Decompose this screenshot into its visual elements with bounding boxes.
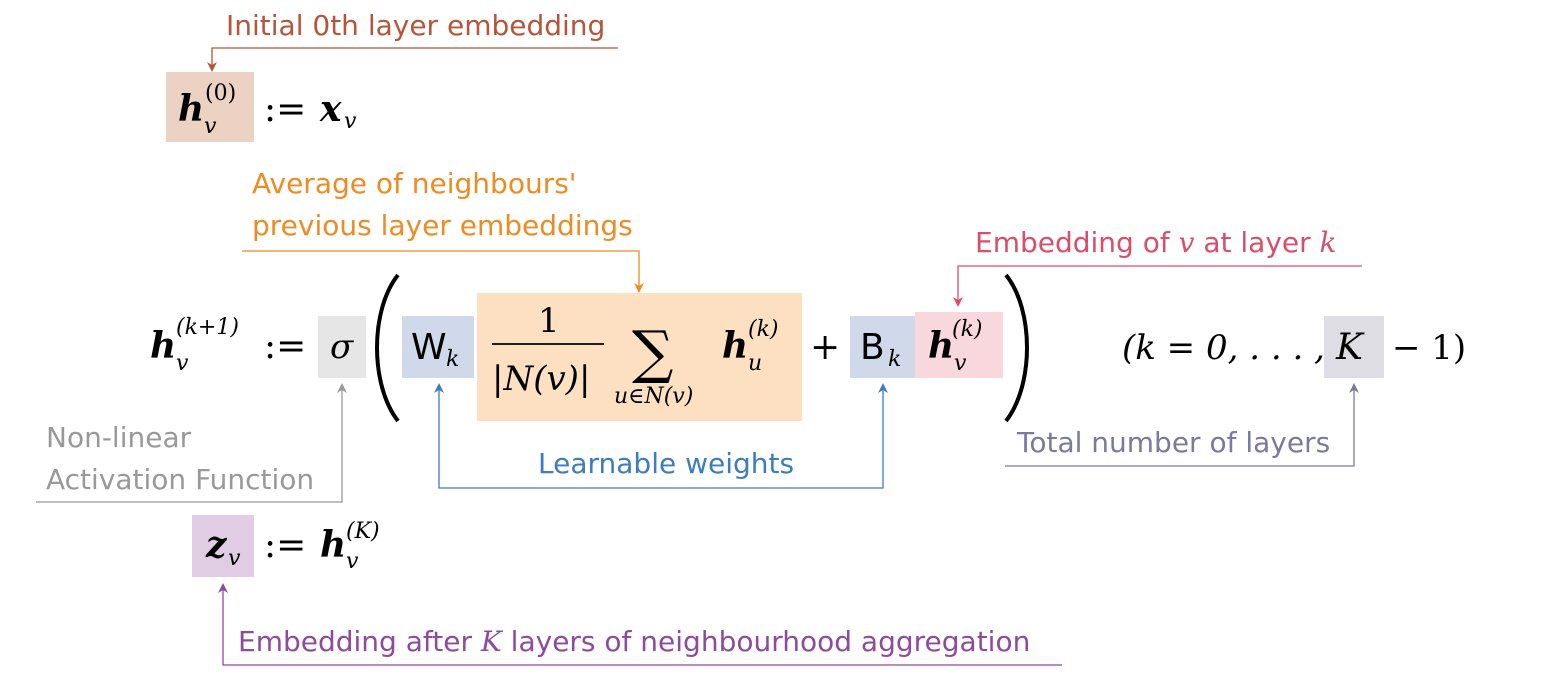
eq2-range-K: K: [1335, 327, 1365, 368]
eq2-sum: ∑: [632, 318, 673, 386]
eq2-range-close: − 1): [1392, 328, 1466, 368]
hvk-highlight: [915, 312, 1003, 378]
h0-highlight: [166, 72, 254, 142]
eq2-range-open: (k = 0, . . . ,: [1122, 328, 1325, 368]
initial-arrowhead: [207, 62, 217, 72]
activation-connector: [36, 389, 343, 503]
eq2-h-sup: (k+1): [176, 315, 239, 340]
average-label-line1: Average of neighbours': [252, 167, 577, 200]
eq2-W-sub: k: [446, 347, 459, 372]
zv-highlight: [192, 515, 254, 577]
sigma-highlight: [318, 316, 366, 378]
learnable-connector: [438, 389, 884, 489]
eq3-h-sub: v: [346, 549, 359, 574]
eq2-sigma: σ: [330, 327, 354, 367]
eq2-W: W: [411, 327, 447, 368]
eq3-h: h: [320, 524, 346, 566]
activation-label-line2: Activation Function: [46, 463, 314, 496]
K-highlight: [1324, 316, 1384, 378]
eq1-x: x: [319, 88, 342, 130]
eq2-B: B: [860, 327, 885, 368]
eq2-B-sub: k: [888, 347, 901, 372]
wk-highlight: [402, 316, 474, 378]
eq2-assign: :=: [264, 326, 306, 367]
eq2-left-paren: [375, 273, 400, 423]
eq2-frac-den: |N(v)|: [492, 359, 590, 399]
learnable-label: Learnable weights: [538, 447, 794, 480]
eq3-h-sup: (K): [346, 519, 380, 544]
eq1-assign: :=: [264, 89, 306, 130]
embedding-vk-arrowhead: [953, 297, 963, 307]
eq2-hu-sub: u: [748, 351, 762, 376]
eq3-z-sub: v: [228, 546, 241, 571]
eq1-h: h: [178, 88, 204, 130]
total-layers-label: Total number of layers: [1016, 426, 1330, 459]
after-k-connector: [222, 589, 1062, 666]
eq2-h: h: [150, 325, 176, 367]
learnable-arrowhead-b: [878, 383, 888, 393]
activation-label-line1: Non-linear: [46, 421, 192, 454]
embedding-vk-label: Embedding of v at layer k: [975, 226, 1337, 259]
eq2-hv-sup: (k): [952, 317, 983, 342]
learnable-arrowhead-w: [434, 383, 444, 393]
eq1-h-sub: v: [204, 114, 217, 139]
eq2-hu: h: [722, 325, 748, 367]
average-arrowhead: [634, 283, 644, 293]
after-k-arrowhead: [218, 583, 228, 593]
eq2-hu-sup: (k): [748, 317, 779, 342]
eq1-x-sub: v: [344, 109, 357, 134]
average-label-line2: previous layer embeddings: [252, 209, 633, 242]
average-connector: [242, 250, 640, 287]
equation-update: h v (k+1) := σ W k 1 |N(v)| ∑ u∈N(v) h u…: [150, 273, 1466, 423]
equation-final: z v := h v (K): [205, 519, 380, 574]
eq1-h-sup: (0): [205, 81, 236, 106]
embedding-vk-connector: [957, 265, 1362, 301]
eq3-assign: :=: [264, 525, 306, 566]
eq3-z: z: [205, 524, 228, 566]
eq2-sum-sub: u∈N(v): [614, 384, 693, 409]
activation-arrowhead: [337, 383, 347, 393]
total-layers-arrowhead: [1349, 383, 1359, 393]
eq2-frac-num: 1: [538, 301, 560, 341]
initial-connector: [211, 47, 618, 66]
eq2-hv: h: [928, 325, 954, 367]
total-layers-connector: [1005, 389, 1355, 467]
eq2-h-sub: v: [176, 351, 189, 376]
equation-initial: h v (0) := x v: [178, 81, 357, 139]
eq2-plus: +: [810, 327, 840, 368]
eq2-right-paren: [1004, 273, 1029, 423]
eq2-hv-sub: v: [954, 351, 967, 376]
bk-highlight: [850, 316, 916, 378]
average-highlight: [477, 293, 802, 421]
initial-label: Initial 0th layer embedding: [226, 9, 605, 42]
after-k-label: Embedding after K layers of neighbourhoo…: [238, 625, 1030, 658]
